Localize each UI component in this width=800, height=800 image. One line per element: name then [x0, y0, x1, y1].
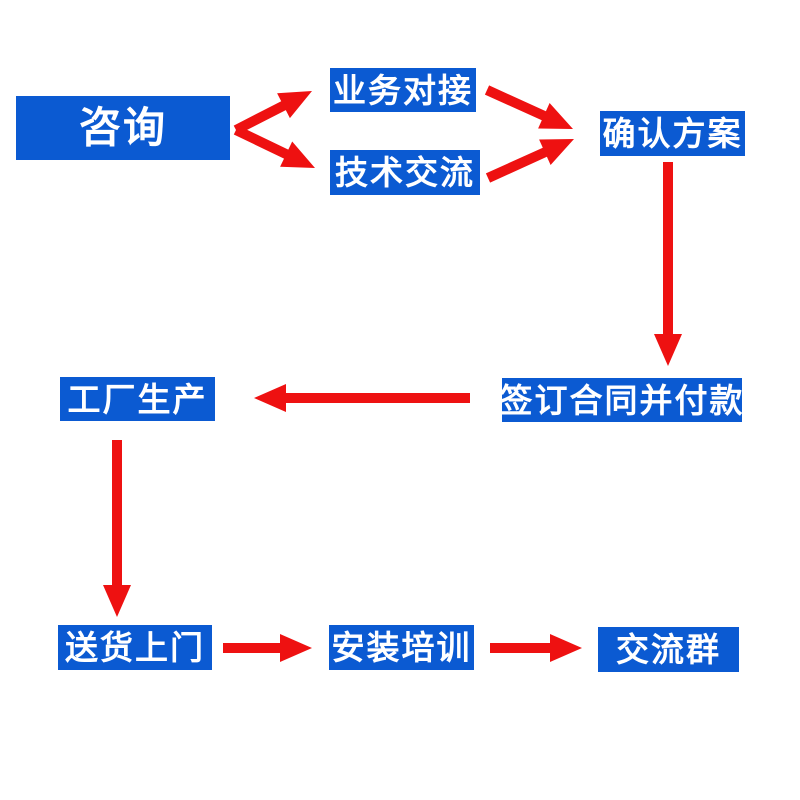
flow-node-business: 业务对接 — [330, 68, 476, 112]
flow-node-delivery: 送货上门 — [58, 625, 212, 670]
flow-node-label-group: 交流群 — [616, 631, 721, 668]
flow-node-group: 交流群 — [598, 627, 739, 672]
arrow-factory-to-delivery — [103, 440, 131, 617]
flow-node-label-technical: 技术交流 — [335, 154, 475, 191]
flow-node-label-confirm: 确认方案 — [602, 115, 743, 152]
flow-node-label-factory: 工厂生产 — [67, 380, 208, 418]
flow-node-technical: 技术交流 — [330, 150, 480, 195]
flow-node-install: 安装培训 — [329, 625, 474, 670]
flow-node-label-consult: 咨询 — [78, 104, 167, 151]
arrow-confirm-to-contract — [654, 162, 682, 366]
flow-node-label-install: 安装培训 — [331, 629, 472, 666]
arrow-install-to-group — [490, 634, 582, 662]
flow-node-label-delivery: 送货上门 — [65, 629, 205, 666]
arrow-delivery-to-install — [223, 634, 312, 662]
arrow-consult-to-technical — [233, 125, 315, 168]
arrow-business-to-confirm — [484, 85, 573, 129]
flow-node-label-contract: 签订合同并付款 — [499, 381, 745, 419]
flow-node-factory: 工厂生产 — [60, 377, 215, 421]
flow-node-consult: 咨询 — [16, 96, 230, 160]
arrow-technical-to-confirm — [485, 139, 574, 183]
flow-node-confirm: 确认方案 — [600, 111, 745, 156]
flow-node-label-business: 业务对接 — [333, 71, 473, 109]
arrow-consult-to-business — [233, 91, 312, 135]
flow-node-contract: 签订合同并付款 — [499, 378, 745, 422]
arrow-contract-to-factory — [254, 384, 470, 412]
